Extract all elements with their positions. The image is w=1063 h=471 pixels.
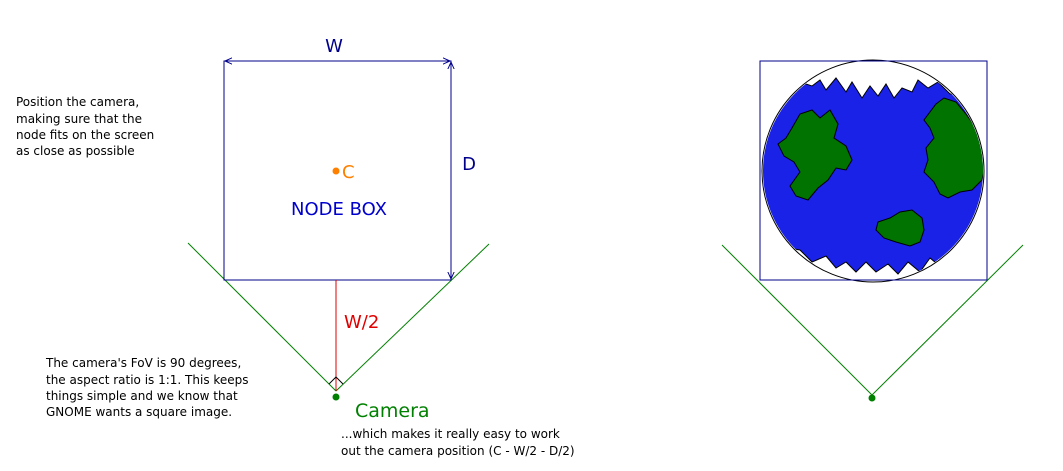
depth-label: D: [462, 154, 476, 175]
result-note-line: ...which makes it really easy to work: [341, 427, 560, 441]
width-label: W: [325, 36, 343, 57]
globe-icon: [761, 59, 985, 283]
position-note-line: Position the camera,: [16, 95, 139, 109]
result-note-line: out the camera position (C - W/2 - D/2): [341, 444, 575, 458]
result-note: ...which makes it really easy to work ou…: [341, 427, 575, 458]
position-note-line: making sure that the: [16, 112, 142, 126]
node-box: [759, 60, 988, 281]
right-diagram: [721, 59, 1024, 402]
half-width-label: W/2: [344, 312, 379, 333]
fov-note-line: GNOME wants a square image.: [46, 405, 232, 419]
center-point: [332, 167, 340, 175]
center-label: C: [342, 162, 355, 183]
frustum-left-line: [721, 244, 873, 396]
right-angle-mark: [328, 376, 344, 385]
fov-note-line: The camera's FoV is 90 degrees,: [45, 356, 241, 370]
position-note-line: node fits on the screen: [16, 128, 154, 142]
fov-note: The camera's FoV is 90 degrees, the aspe…: [45, 356, 252, 419]
frustum-right-line: [335, 243, 490, 392]
camera-point: [868, 394, 876, 402]
frustum-right-line: [871, 244, 1024, 396]
camera-point: [332, 393, 340, 401]
frustum-left-line: [187, 242, 337, 392]
fov-note-line: things simple and we know that: [46, 389, 238, 403]
position-note: Position the camera, making sure that th…: [16, 95, 158, 158]
camera-label: Camera: [355, 400, 430, 422]
left-diagram: W D C NODE BOX W/2 Camera Position the c…: [16, 36, 575, 458]
fov-note-line: the aspect ratio is 1:1. This keeps: [46, 373, 249, 387]
position-note-line: as close as possible: [16, 144, 135, 158]
node-box-label: NODE BOX: [291, 199, 387, 220]
